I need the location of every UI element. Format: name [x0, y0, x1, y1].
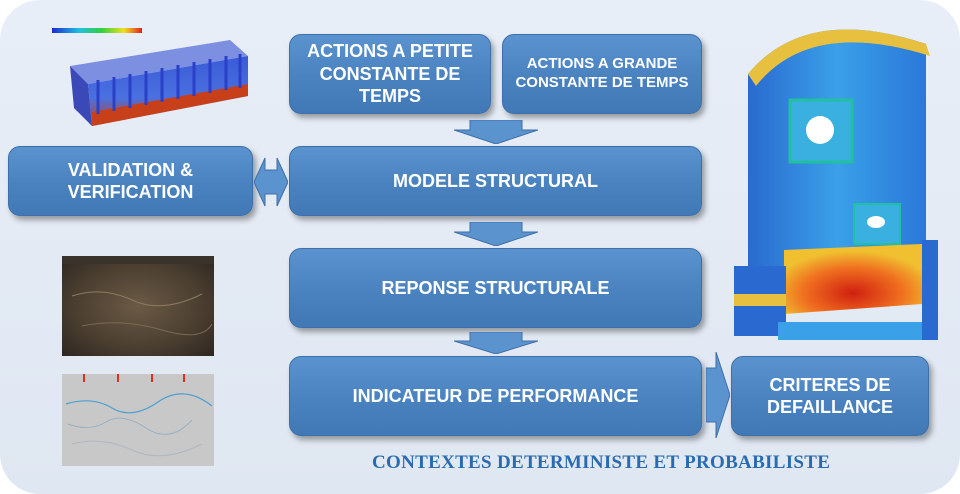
crack-pattern-image [62, 374, 214, 466]
arrow-down-2 [454, 222, 538, 246]
box-reponse-structurale: REPONSE STRUCTURALE [289, 248, 702, 328]
box-actions-petite-constante: ACTIONS A PETITE CONSTANTE DE TEMPS [289, 34, 491, 114]
arrow-down-3 [454, 332, 538, 354]
box-indicateur-performance: INDICATEUR DE PERFORMANCE [289, 356, 702, 436]
box-validation-verification: VALIDATION & VERIFICATION [8, 146, 253, 216]
box-actions-grande-constante: ACTIONS A GRANDE CONSTANTE DE TEMPS [502, 34, 702, 114]
footer-contextes: CONTEXTES DETERMINISTE ET PROBABILISTE [372, 452, 831, 473]
containment-fe-model-image [734, 29, 938, 340]
box-criteres-defaillance: CRITERES DE DEFAILLANCE [731, 356, 929, 436]
arrow-down-1 [454, 120, 538, 144]
arrow-right [706, 352, 730, 438]
box-modele-structural: MODELE STRUCTURAL [289, 146, 702, 216]
beam-fe-model-image [52, 28, 248, 126]
concrete-wall-photo [62, 256, 214, 356]
arrow-bidirectional [254, 157, 288, 207]
